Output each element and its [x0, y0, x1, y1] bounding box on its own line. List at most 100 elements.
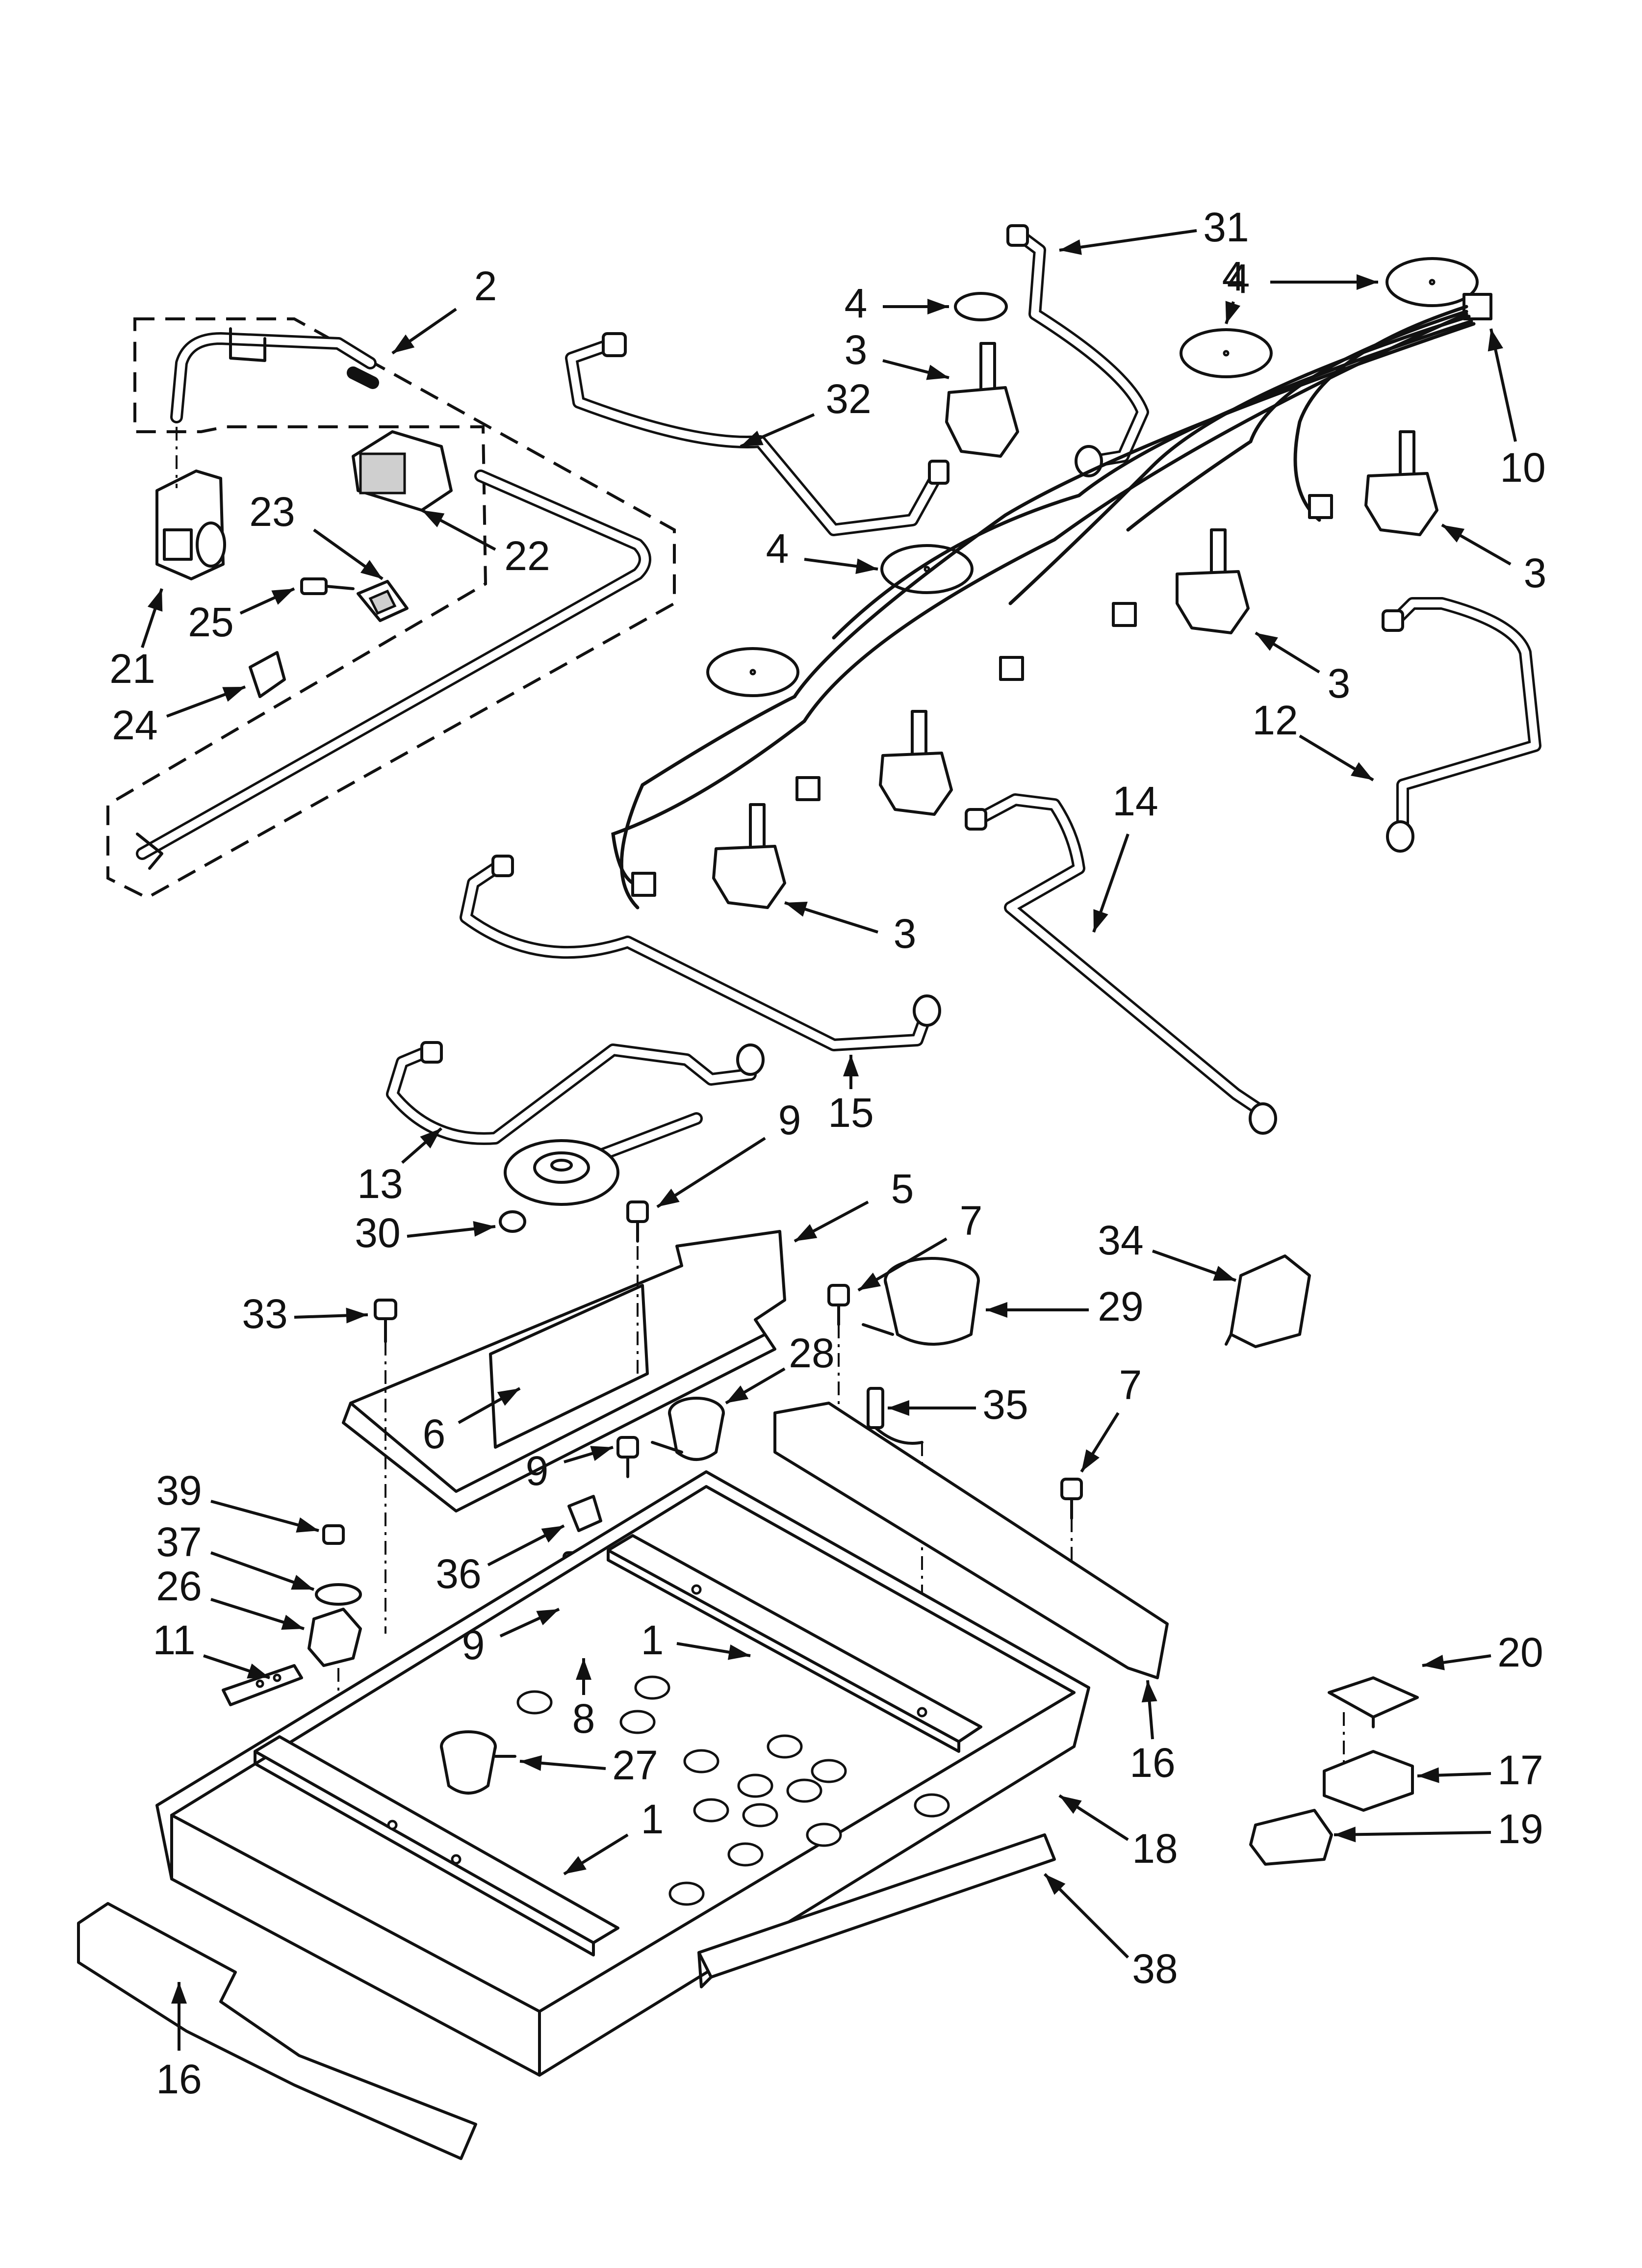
callout-30: 30	[355, 1210, 496, 1256]
callout-34: 34	[1098, 1217, 1236, 1282]
callout-arrowhead	[927, 299, 949, 314]
callout-arrowhead	[576, 1658, 591, 1680]
callout-number: 26	[156, 1563, 202, 1609]
callout-22: 22	[421, 509, 550, 579]
burner-box-18	[155, 1470, 1090, 2077]
callout-number: 9	[778, 1097, 801, 1143]
callout-arrowhead	[1442, 525, 1465, 543]
gas-tube-31	[1006, 224, 1149, 477]
callout-number: 33	[242, 1291, 287, 1337]
channel-rail-1-lower	[254, 1735, 619, 1956]
callout-15: 15	[828, 1055, 874, 1136]
callout-number: 16	[156, 2056, 202, 2102]
callout-arrowhead	[1334, 1826, 1356, 1843]
callout-arrowhead	[296, 1517, 319, 1533]
callout-3: 3	[784, 901, 916, 957]
callout-number: 8	[572, 1695, 595, 1742]
callout-32: 32	[740, 376, 872, 448]
callout-arrowhead	[222, 687, 245, 702]
callout-arrowhead	[1081, 1449, 1100, 1472]
callout-number: 20	[1497, 1629, 1543, 1675]
pressure-regulator	[155, 427, 226, 580]
callout-29: 29	[986, 1283, 1144, 1330]
callout-number: 21	[109, 646, 155, 692]
callout-number: 5	[891, 1166, 914, 1212]
callout-number: 9	[526, 1448, 549, 1494]
callout-number: 15	[828, 1090, 873, 1136]
callout-arrowhead	[1417, 1767, 1439, 1783]
callout-leader-line	[1334, 1831, 1491, 1836]
screw-33	[374, 1299, 397, 1634]
callout-arrowhead	[420, 1128, 441, 1149]
callout-arrowhead	[727, 1644, 750, 1660]
callout-4: 4	[1227, 256, 1378, 302]
callout-number: 29	[1098, 1283, 1143, 1330]
callout-number: 2	[474, 263, 497, 309]
callout-arrowhead	[590, 1446, 613, 1461]
callout-number: 1	[641, 1796, 664, 1842]
callout-arrowhead	[392, 334, 415, 353]
callout-arrowhead	[147, 589, 163, 612]
callout-number: 6	[423, 1411, 446, 1457]
callout-4: 4	[845, 280, 949, 326]
callout-28: 28	[725, 1330, 835, 1405]
callout-number: 17	[1497, 1747, 1543, 1793]
callout-arrowhead	[1059, 239, 1082, 255]
callout-number: 4	[766, 525, 789, 572]
callout-arrowhead	[360, 560, 383, 579]
callout-number: 4	[1227, 256, 1250, 302]
switch-harness	[611, 293, 1492, 910]
callout-arrowhead	[843, 1055, 859, 1076]
callout-number: 23	[249, 489, 295, 535]
callout-arrowhead	[1351, 762, 1373, 780]
callout-arrowhead	[785, 901, 808, 917]
callout-number: 36	[436, 1551, 481, 1597]
callout-arrowhead	[536, 1609, 559, 1625]
manifold-pipe	[136, 327, 651, 870]
callout-35: 35	[888, 1382, 1028, 1428]
bracket-11	[222, 1664, 303, 1706]
callout-arrowhead	[422, 510, 445, 527]
callout-number: 32	[825, 376, 871, 422]
callout-7: 7	[857, 1198, 982, 1292]
callout-1: 1	[641, 1617, 751, 1663]
side-rail-16-lower	[77, 1902, 477, 2160]
callout-arrowhead	[1422, 1654, 1445, 1670]
callout-10: 10	[1488, 328, 1546, 491]
callout-arrowhead	[1256, 633, 1278, 651]
callout-14: 14	[1092, 778, 1158, 933]
callout-number: 24	[112, 702, 157, 748]
callout-27: 27	[519, 1742, 658, 1788]
callout-leader-line	[1059, 229, 1197, 252]
solenoid-valve	[347, 366, 453, 512]
callout-arrowhead	[855, 558, 878, 574]
callout-number: 9	[462, 1622, 485, 1668]
callout-arrowhead	[1141, 1680, 1157, 1703]
callout-26: 26	[156, 1563, 305, 1630]
callout-13: 13	[357, 1127, 442, 1207]
control-module-housing	[1249, 1676, 1419, 1866]
callout-arrowhead	[247, 1663, 270, 1679]
callout-1: 1	[563, 1796, 664, 1876]
callout-arrowhead	[171, 1982, 187, 2004]
burner-base-29	[862, 1257, 980, 1346]
callout-number: 28	[789, 1330, 834, 1376]
callout-number: 34	[1098, 1217, 1143, 1263]
callout-number: 35	[982, 1382, 1028, 1428]
callout-arrowhead	[657, 1188, 680, 1207]
burner-discs	[706, 257, 1479, 697]
callout-arrowhead	[795, 1224, 818, 1241]
callout-number: 7	[1119, 1362, 1142, 1408]
callout-25: 25	[188, 587, 295, 645]
callout-arrowhead	[291, 1575, 314, 1590]
side-rail-16-upper	[773, 1402, 1169, 1679]
callout-20: 20	[1422, 1629, 1543, 1675]
callout-arrowhead	[1093, 909, 1108, 932]
side-rail-38	[697, 1833, 1056, 1988]
callout-number: 1	[641, 1617, 664, 1663]
callout-9: 9	[526, 1446, 614, 1494]
callout-arrowhead	[741, 430, 764, 446]
callout-7: 7	[1080, 1362, 1142, 1473]
